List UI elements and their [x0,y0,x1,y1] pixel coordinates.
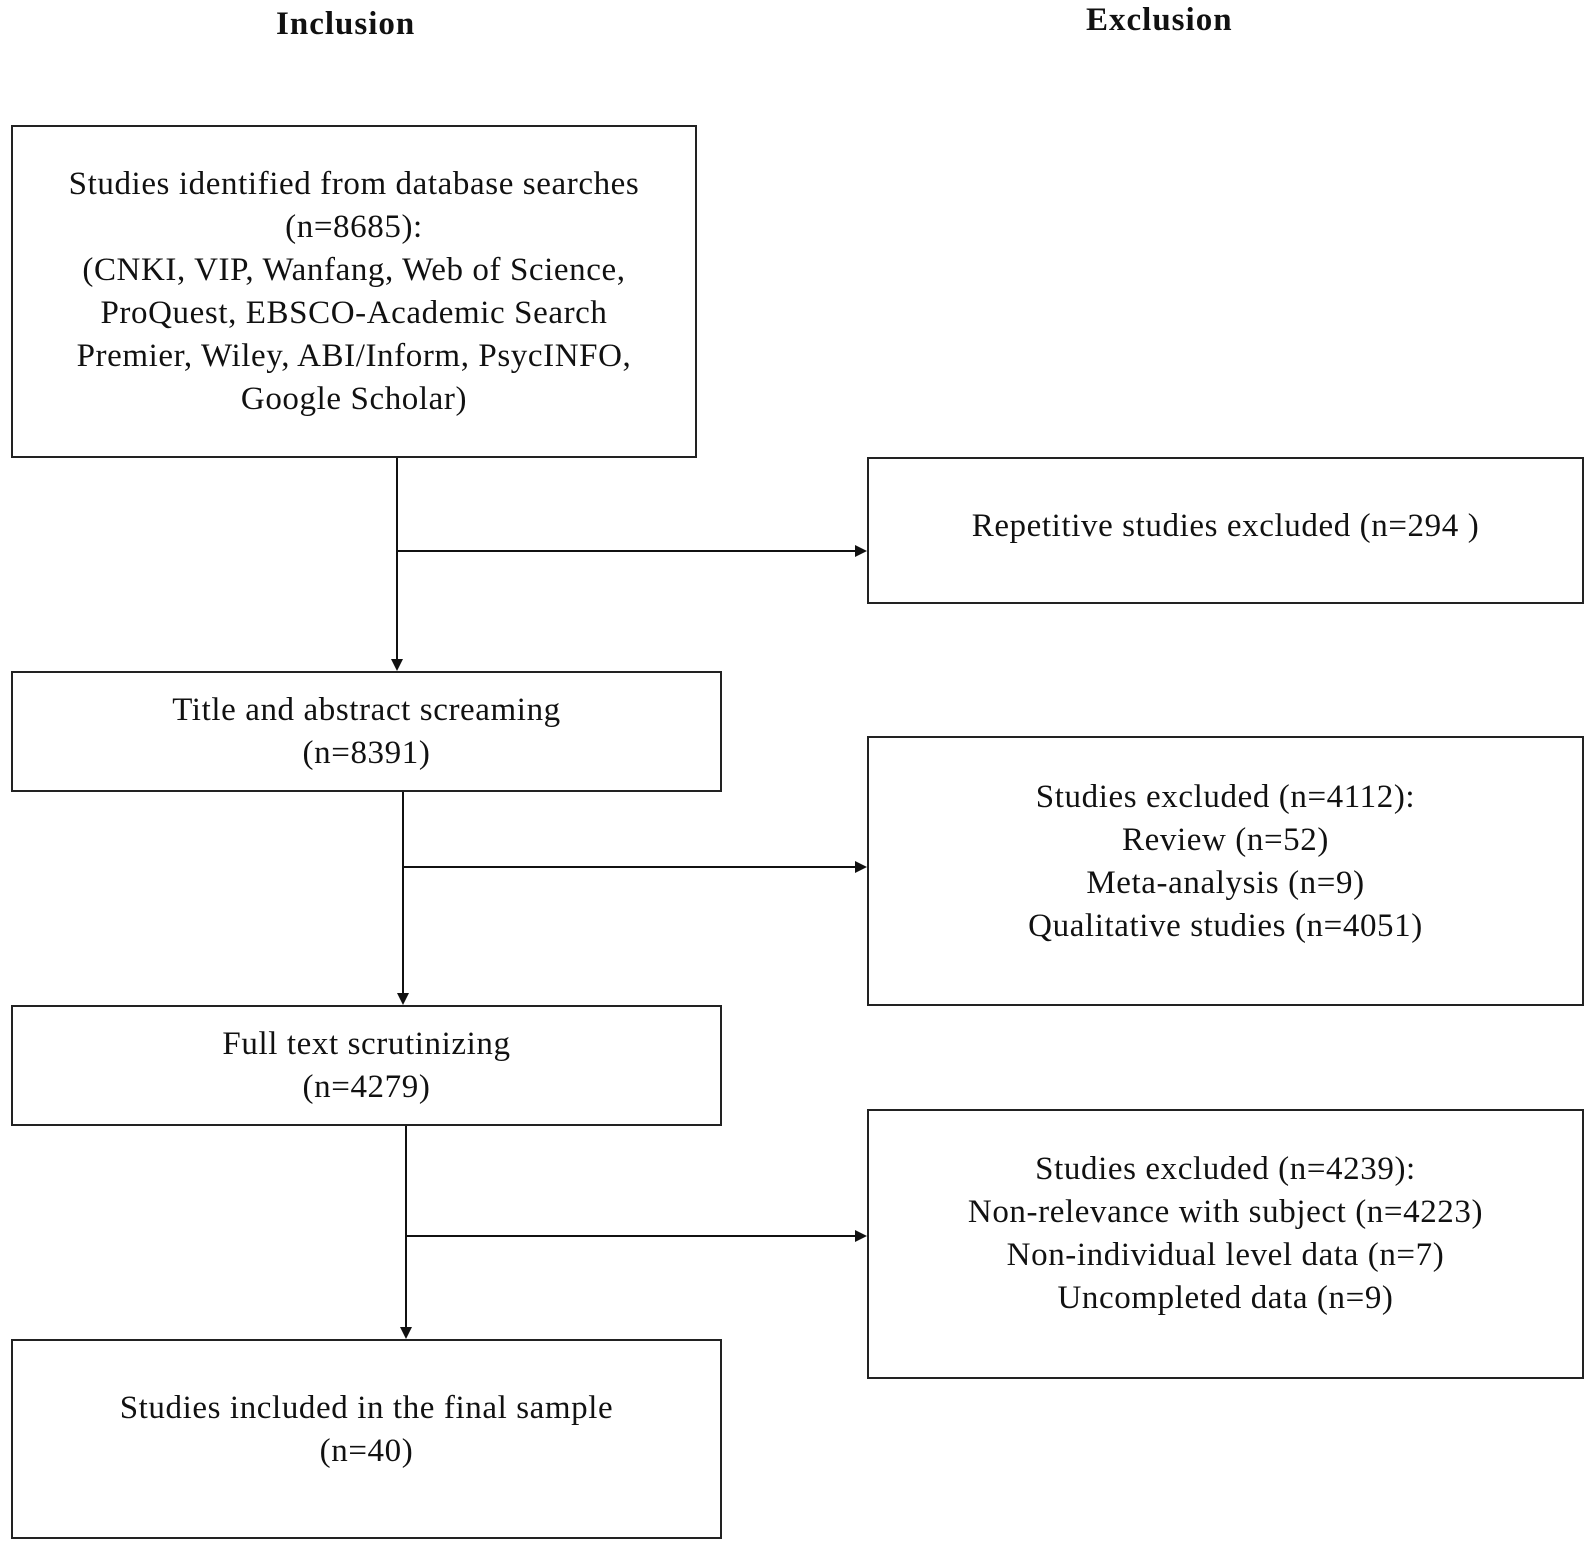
box-line: Google Scholar) [240,380,468,417]
box-line: Studies identified from database searche… [68,165,640,202]
exclusion-heading: Exclusion [1086,2,1233,38]
box-line: (n=4279) [302,1068,431,1105]
fulltext-excluded-box: Studies excluded (n=4239): Non-relevance… [867,1109,1584,1379]
box-line: Repetitive studies excluded (n=294 ) [971,508,1480,544]
box-line: (CNKI, VIP, Wanfang, Web of Science, [82,251,626,288]
title-abstract-screening-box: Title and abstract screaming (n=8391) [11,671,722,792]
box-line: (n=8685): [285,208,423,245]
box-line: Studies included in the final sample [119,1390,614,1426]
box-line: Title and abstract screaming [172,691,561,728]
box-line: Studies excluded (n=4239): [1035,1151,1416,1187]
box-line: Meta-analysis (n=9) [1086,865,1365,901]
box-line: Non-individual level data (n=7) [1006,1237,1445,1273]
repetitive-excluded-box: Repetitive studies excluded (n=294 ) [867,457,1584,604]
box-line: ProQuest, EBSCO-Academic Search [100,294,608,331]
inclusion-heading: Inclusion [276,6,416,42]
final-sample-box: Studies included in the final sample (n=… [11,1339,722,1539]
screening-excluded-box: Studies excluded (n=4112): Review (n=52)… [867,736,1584,1006]
identified-studies-box: Studies identified from database searche… [11,125,697,458]
box-line: Studies excluded (n=4112): [1035,779,1416,815]
box-line: Premier, Wiley, ABI/Inform, PsycINFO, [76,337,632,374]
box-line: Qualitative studies (n=4051) [1028,908,1423,944]
box-line: Review (n=52) [1122,822,1329,858]
box-line: Non-relevance with subject (n=4223) [967,1194,1484,1230]
box-line: (n=40) [319,1433,414,1469]
full-text-scrutinizing-box: Full text scrutinizing (n=4279) [11,1005,722,1126]
box-line: Full text scrutinizing [222,1025,511,1062]
box-line: Uncompleted data (n=9) [1057,1280,1394,1316]
box-line: (n=8391) [302,734,431,771]
